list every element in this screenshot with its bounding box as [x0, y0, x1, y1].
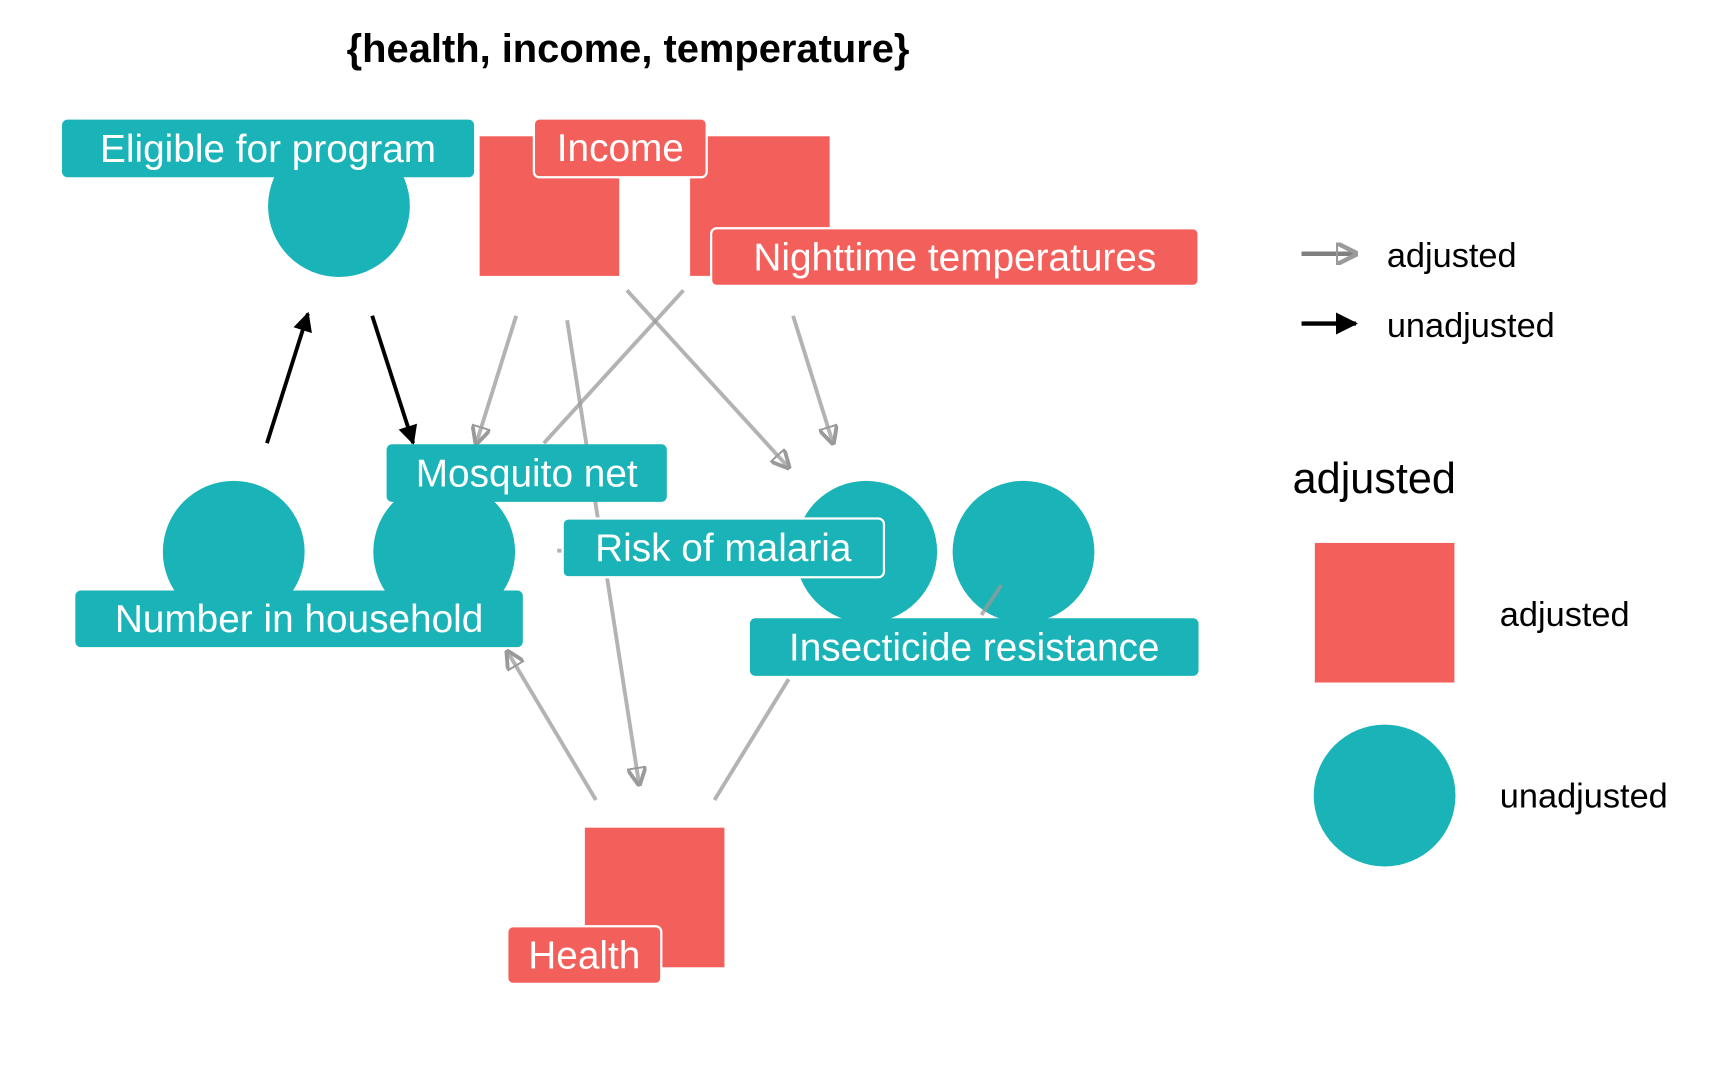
label-box — [506, 925, 663, 986]
legend-edge-adjusted-label: adjusted — [1387, 237, 1517, 275]
label-box — [532, 117, 708, 179]
label-box — [386, 444, 667, 502]
label-box — [710, 227, 1200, 287]
node-label-text: Health — [528, 934, 640, 977]
node-label-text: Eligible for program — [100, 128, 436, 171]
node-net-circle — [373, 480, 516, 623]
edge-health-to-resistance — [712, 678, 791, 801]
node-label-temp: Nighttime temperatures — [710, 227, 1200, 287]
node-label-resistance: Insecticide resistance — [749, 618, 1199, 676]
node-label-text: Insecticide resistance — [789, 626, 1160, 669]
edge-health-to-household — [507, 652, 598, 801]
edge-eligible-to-net — [370, 315, 418, 446]
node-label-household: Number in household — [75, 590, 523, 648]
edge-income-to-malaria — [625, 288, 789, 467]
edge-temp-to-malaria — [791, 315, 833, 443]
label-box — [561, 517, 886, 579]
edge-temp-to-net — [542, 288, 685, 445]
edge-household-to-eligible — [265, 311, 312, 444]
legend-edge-unadjusted-label: unadjusted — [1387, 307, 1555, 345]
node-label-text: Risk of malaria — [595, 527, 852, 570]
node-label-text: Nighttime temperatures — [753, 236, 1156, 279]
legend: adjusted unadjusted adjusted adjusted un… — [1293, 237, 1668, 867]
node-label-text: Income — [557, 127, 684, 170]
node-label-text: Mosquito net — [416, 452, 638, 495]
node-label-health: Health — [506, 925, 663, 986]
legend-square-icon — [1314, 542, 1455, 683]
label-box — [749, 618, 1199, 676]
label-box — [75, 590, 523, 648]
node-label-malaria: Risk of malaria — [561, 517, 886, 579]
node-label-text: Number in household — [115, 598, 483, 641]
node-label-income: Income — [532, 117, 708, 179]
label-box — [62, 119, 475, 178]
legend-shape-title: adjusted — [1293, 455, 1456, 503]
legend-shape-adjusted-label: adjusted — [1500, 596, 1630, 634]
edge-resistance-to-malaria — [979, 583, 1003, 617]
legend-shape-unadjusted-label: unadjusted — [1500, 778, 1668, 816]
node-label-eligible: Eligible for program — [62, 119, 475, 178]
node-label-net: Mosquito net — [386, 444, 667, 502]
legend-circle-icon — [1313, 724, 1456, 867]
node-resistance-circle — [952, 480, 1095, 623]
node-household-circle — [162, 480, 305, 623]
diagram-title: {health, income, temperature} — [347, 27, 910, 71]
edge-income-to-net — [476, 315, 519, 443]
